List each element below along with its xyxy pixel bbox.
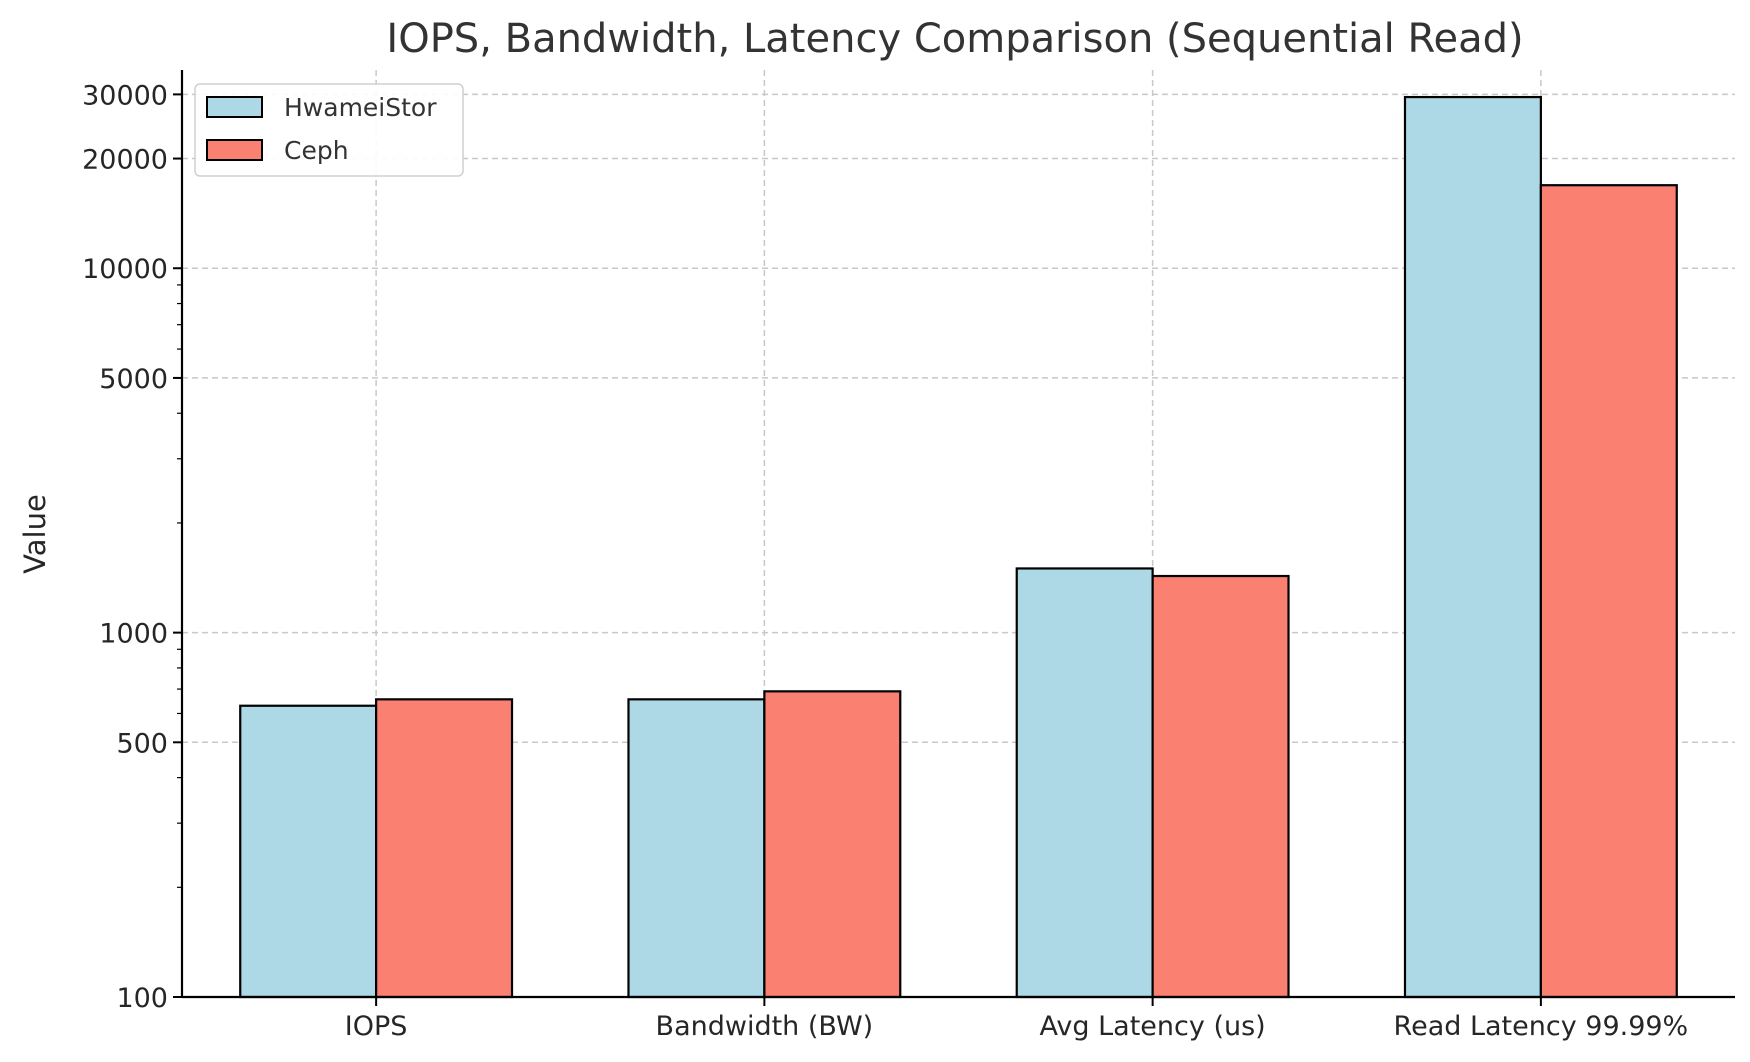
x-tick-label: IOPS <box>345 1011 408 1042</box>
chart-title: IOPS, Bandwidth, Latency Comparison (Seq… <box>386 16 1523 62</box>
y-tick-label: 20000 <box>82 145 168 176</box>
x-tick-label: Read Latency 99.99% <box>1394 1011 1689 1042</box>
bar-ceph-2 <box>1151 574 1290 999</box>
bar-layer <box>239 95 1678 999</box>
bar-hwameistor-2 <box>1015 567 1154 999</box>
y-axis-label: Value <box>18 494 52 574</box>
y-tick-label: 500 <box>116 728 168 759</box>
bar-ceph-3 <box>1539 184 1678 999</box>
y-tick-label: 30000 <box>82 80 168 111</box>
legend-label-ceph: Ceph <box>284 136 349 165</box>
bar-ceph-0 <box>375 698 514 999</box>
bar-ceph-1 <box>763 690 902 999</box>
legend-swatch-hwameistor <box>206 96 263 118</box>
bar-hwameistor-3 <box>1403 95 1542 999</box>
y-tick-label: 5000 <box>99 364 168 395</box>
y-tick-label: 100 <box>116 983 168 1014</box>
legend-label-hwameistor: HwameiStor <box>284 93 437 122</box>
bar-hwameistor-0 <box>239 704 378 999</box>
y-tick-label: 10000 <box>82 254 168 285</box>
legend-swatch-ceph <box>206 139 263 161</box>
x-tick-label: Avg Latency (us) <box>1040 1011 1266 1042</box>
bar-hwameistor-1 <box>627 698 766 999</box>
y-tick-label: 1000 <box>99 619 168 650</box>
x-tick-label: Bandwidth (BW) <box>656 1011 874 1042</box>
